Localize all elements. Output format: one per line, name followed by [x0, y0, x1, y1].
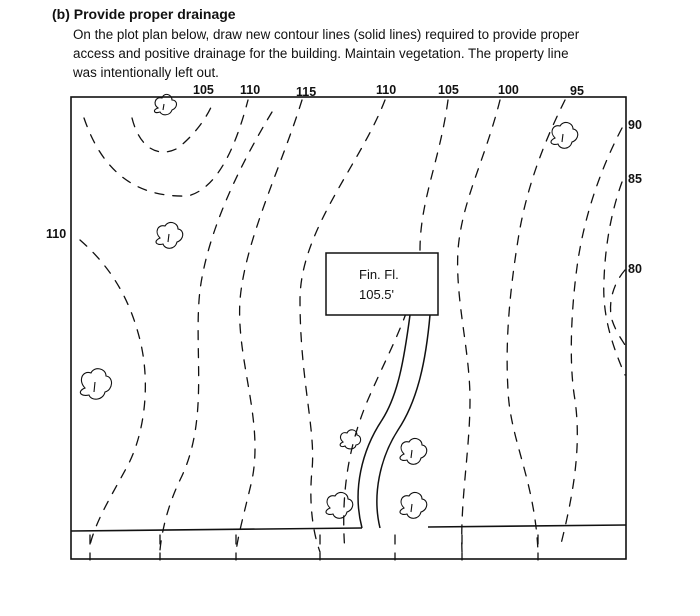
contour-label-110-left: 110	[46, 227, 66, 241]
contour-90	[559, 127, 623, 549]
question-text-line-3: was intentionally left out.	[73, 65, 219, 80]
question-text-line-1: On the plot plan below, draw new contour…	[73, 27, 580, 42]
contour-label-90: 90	[628, 118, 642, 132]
contour-80	[609, 269, 626, 346]
contour-left-1	[79, 239, 146, 546]
contour-85	[603, 181, 626, 376]
tree-icon	[79, 368, 113, 400]
road-edge-left	[70, 527, 363, 532]
contour-110-center	[299, 99, 386, 553]
tree-icon	[325, 491, 354, 519]
contour-label-80: 80	[628, 262, 642, 276]
tree-icon	[153, 93, 178, 116]
contour-label-95: 95	[570, 84, 584, 98]
contour-label-100: 100	[498, 83, 519, 97]
contour-left-2	[159, 111, 273, 551]
road-edge-right	[427, 524, 627, 528]
question-heading: (b) Provide proper drainage	[52, 6, 236, 22]
tree-icon	[399, 437, 428, 465]
site-boundary	[70, 96, 627, 560]
contour-110-nw	[83, 99, 249, 197]
building-label-line-1: Fin. Fl.	[359, 267, 399, 282]
contour-label-110-center: 110	[376, 83, 396, 97]
tree-icon	[155, 221, 184, 249]
contour-label-105-top: 105	[193, 83, 214, 97]
driveway-icon	[357, 314, 431, 529]
building-footprint	[325, 252, 439, 316]
contour-105-nw	[131, 99, 215, 153]
contour-label-115-top: 115	[296, 85, 316, 99]
contour-100	[456, 99, 501, 553]
contour-label-85: 85	[628, 172, 642, 186]
question-text-line-2: access and positive drainage for the bui…	[73, 46, 569, 61]
contour-label-105-center: 105	[438, 83, 459, 97]
tree-icon	[399, 491, 428, 519]
contour-lines	[79, 99, 626, 553]
building-label-line-2: 105.5'	[359, 287, 394, 302]
contour-105-center	[343, 99, 449, 553]
contour-115	[235, 99, 303, 553]
tree-icon	[339, 429, 362, 450]
tree-icon	[550, 121, 579, 149]
contour-95	[506, 99, 566, 553]
contour-label-110-top: 110	[240, 83, 260, 97]
edge-ticks	[89, 534, 539, 561]
